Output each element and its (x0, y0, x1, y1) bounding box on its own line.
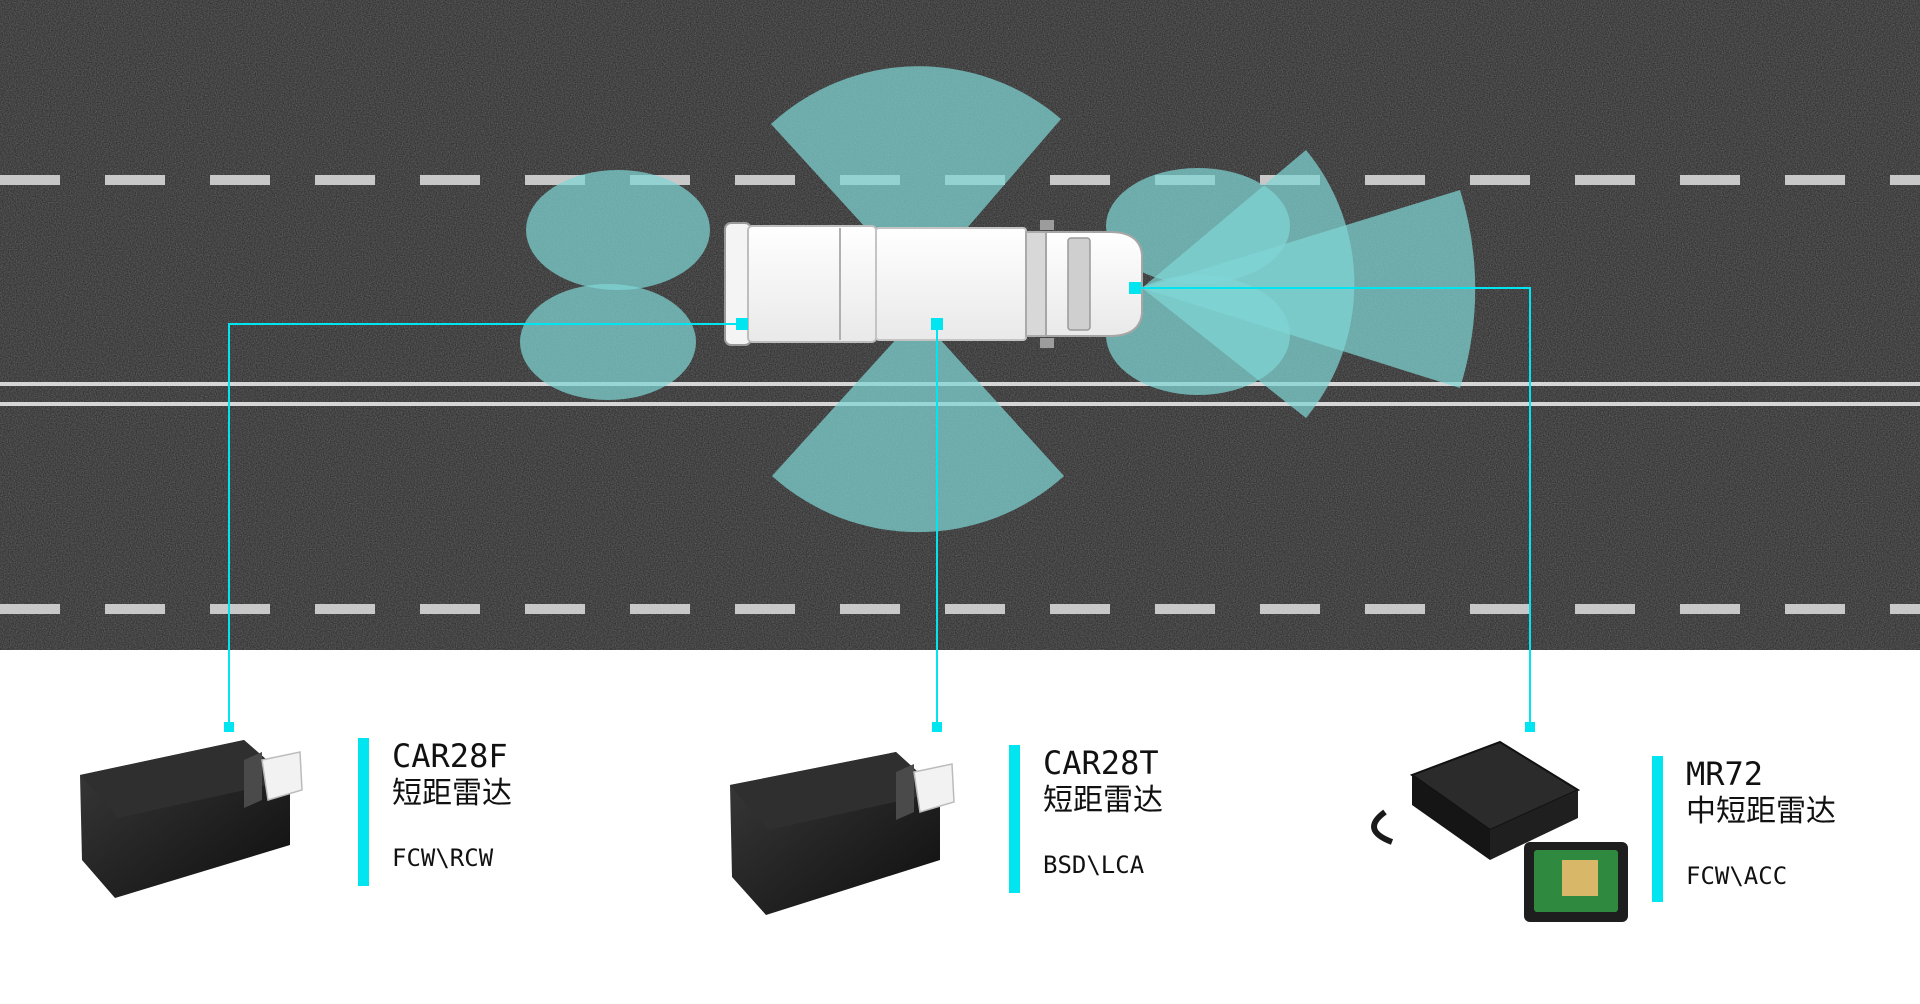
car28f-housing-top (80, 740, 290, 818)
leader-end-car28t (932, 722, 942, 732)
rear-right-coverage-zone (520, 284, 696, 400)
truck-mirror-left (1040, 220, 1054, 230)
sensor-functions: BSD\LCA (1043, 851, 1145, 879)
sensor-label-car28t: CAR28T 短距雷达 BSD\LCA (1009, 745, 1309, 895)
side-upper-coverage-zone (771, 66, 1061, 285)
mr72-device-image (1371, 740, 1628, 922)
mr72-cable (1371, 809, 1394, 845)
sensor-type: 中短距雷达 (1686, 794, 1836, 829)
car28t-device-image (730, 752, 955, 915)
sensor-label-car28f: CAR28F 短距雷达 FCW\RCW (358, 738, 658, 888)
mr72-housing-side (1412, 775, 1490, 860)
car28f-device-image (80, 740, 303, 898)
sensor-model: MR72 (1686, 755, 1764, 793)
sensor-type: 短距雷达 (1043, 783, 1163, 818)
leader-end-mr72 (1525, 722, 1535, 732)
leader-line-car28f (228, 323, 742, 727)
mr72-antenna-array (1562, 860, 1598, 896)
car28f-connector-socket (244, 752, 262, 808)
accent-bar (1652, 756, 1663, 902)
sensor-point-car28t (931, 318, 943, 330)
leader-line-mr72 (1135, 287, 1531, 727)
leader-end-car28f (224, 722, 234, 732)
sensor-point-mr72 (1129, 282, 1141, 294)
side-lower-coverage-zone (772, 315, 1064, 533)
leader-lines (228, 287, 1531, 727)
sensor-point-car28f (736, 318, 748, 330)
truck-cargo-body (875, 227, 1027, 341)
sensor-model: CAR28T (1043, 744, 1159, 782)
car28t-connector-socket (896, 764, 914, 820)
car28t-connector-plug (913, 763, 955, 813)
accent-bar (358, 738, 369, 886)
sensor-functions: FCW\RCW (392, 844, 494, 872)
sensor-label-mr72: MR72 中短距雷达 FCW\ACC (1652, 756, 1912, 906)
accent-bar (1009, 745, 1020, 893)
sensor-type: 短距雷达 (392, 776, 512, 811)
sensor-markers (224, 282, 1535, 732)
car28f-connector-plug (261, 751, 303, 801)
sensor-functions: FCW\ACC (1686, 862, 1788, 890)
truck-coupling (1025, 231, 1047, 337)
truck-windshield (1067, 237, 1091, 331)
mr72-housing-front (1490, 790, 1578, 860)
truck-rear-box (747, 225, 877, 343)
sensor-model: CAR28F (392, 737, 508, 775)
truck-mirror-right (1040, 338, 1054, 348)
truck-top-view (724, 220, 1143, 348)
truck-cab (1045, 231, 1143, 337)
rear-left-coverage-zone (526, 170, 710, 290)
car28t-housing-top (730, 752, 940, 830)
